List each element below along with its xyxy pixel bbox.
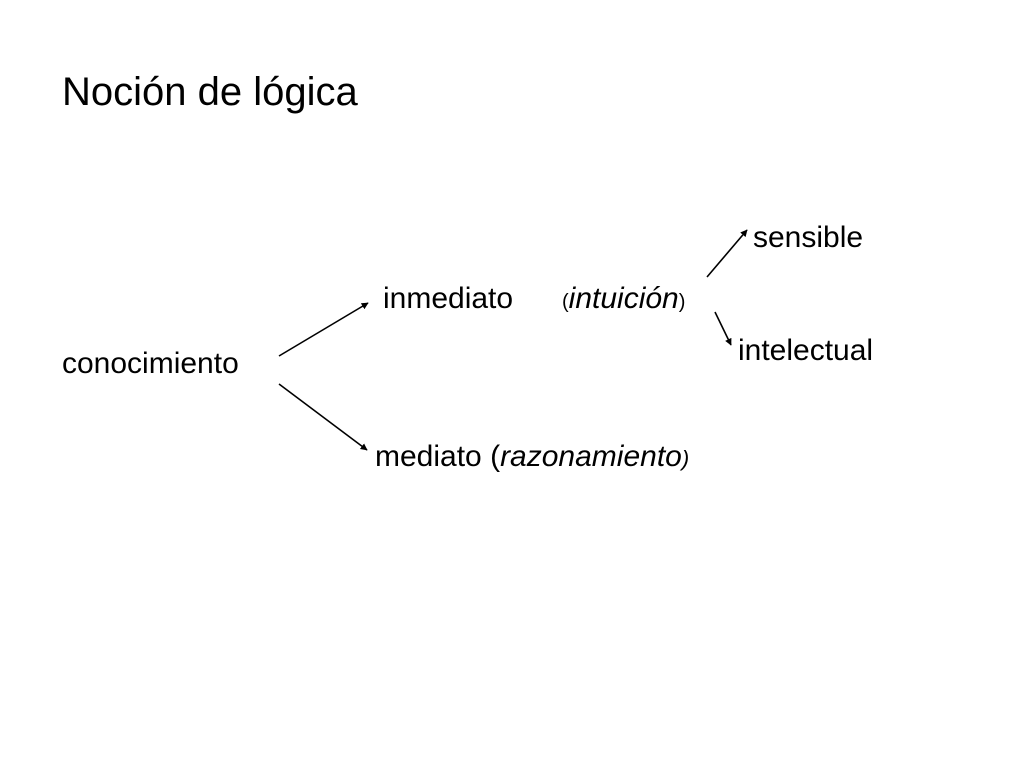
razonamiento-close-paren: ) — [681, 446, 690, 471]
intuicion-close-paren: ) — [678, 291, 686, 313]
slide-title: Noción de lógica — [62, 70, 358, 114]
node-intuicion: (intuición) — [562, 284, 685, 314]
node-inmediato-label: inmediato — [383, 282, 514, 315]
arrow-conocimiento-inmediato — [278, 302, 369, 357]
mediato-label: mediato — [375, 440, 482, 473]
arrow-intuicion-sensible — [706, 229, 748, 278]
razonamiento-open-paren: ( — [481, 440, 501, 473]
node-intelectual: intelectual — [738, 334, 874, 367]
intuicion-open-paren: ( — [562, 291, 569, 313]
node-mediato: mediato (razonamiento) — [375, 442, 689, 472]
node-conocimiento: conocimiento — [62, 347, 239, 380]
arrow-conocimiento-mediato — [278, 383, 368, 451]
arrow-intuicion-intelectual — [714, 311, 732, 346]
node-inmediato: inmediato — [383, 284, 513, 314]
razonamiento-label: razonamiento — [500, 440, 682, 473]
intuicion-label: intuición — [568, 282, 679, 315]
node-sensible: sensible — [753, 221, 864, 254]
